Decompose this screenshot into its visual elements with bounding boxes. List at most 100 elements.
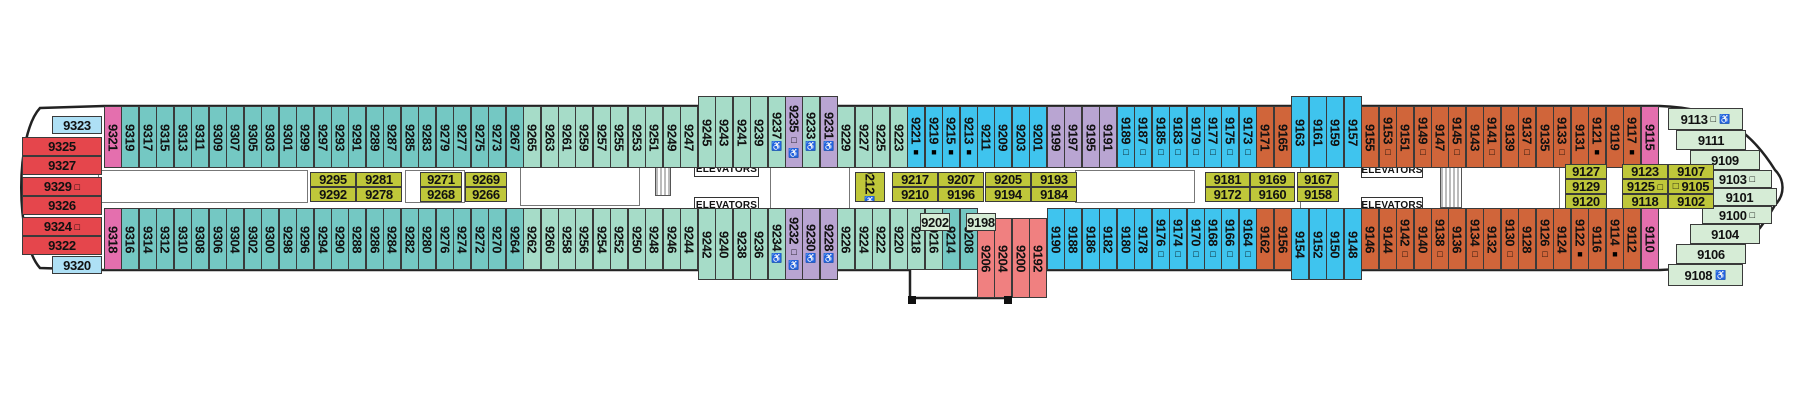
cabin-9291[interactable]: 9291: [348, 106, 366, 168]
cabin-9183[interactable]: 9183□: [1169, 106, 1187, 168]
cabin-9159[interactable]: 9159: [1326, 96, 1344, 168]
cabin-9139[interactable]: 9139: [1501, 106, 1519, 168]
cabin-9211[interactable]: 9211: [977, 106, 995, 168]
cabin-9285[interactable]: 9285: [401, 106, 419, 168]
cabin-9172[interactable]: 9172: [1205, 187, 1250, 202]
cabin-9185[interactable]: 9185□: [1152, 106, 1170, 168]
cabin-9165[interactable]: 9165: [1274, 106, 1292, 168]
cabin-9243[interactable]: 9243: [715, 96, 733, 168]
cabin-9321[interactable]: 9321: [104, 106, 122, 168]
cabin-9107[interactable]: 9107: [1668, 164, 1714, 179]
cabin-9200[interactable]: 9200: [1012, 218, 1030, 298]
cabin-9190[interactable]: 9190: [1047, 208, 1065, 270]
cabin-9180[interactable]: 9180: [1117, 208, 1135, 270]
cabin-9203[interactable]: 9203: [1012, 106, 1030, 168]
cabin-9215[interactable]: 9215■: [942, 106, 960, 168]
cabin-9240[interactable]: 9240: [715, 208, 733, 280]
cabin-9194[interactable]: 9194: [985, 187, 1031, 202]
cabin-9277[interactable]: 9277: [453, 106, 471, 168]
cabin-9257[interactable]: 9257: [593, 106, 611, 168]
cabin-9149[interactable]: 9149□: [1414, 106, 1432, 168]
cabin-9309[interactable]: 9309: [209, 106, 227, 168]
cabin-9286[interactable]: 9286: [366, 208, 384, 270]
cabin-9161[interactable]: 9161: [1309, 96, 1327, 168]
cabin-9174[interactable]: 9174□: [1169, 208, 1187, 270]
cabin-9129[interactable]: 9129: [1565, 179, 1607, 194]
cabin-9326[interactable]: 9326: [22, 196, 102, 215]
cabin-9282[interactable]: 9282: [401, 208, 419, 270]
cabin-9116[interactable]: 9116: [1588, 208, 1606, 270]
cabin-9314[interactable]: 9314: [139, 208, 157, 270]
cabin-9268[interactable]: 9268: [420, 187, 462, 202]
cabin-9238[interactable]: 9238: [733, 208, 751, 280]
cabin-9198[interactable]: 9198: [966, 213, 996, 231]
cabin-9156[interactable]: 9156: [1274, 208, 1292, 270]
cabin-9316[interactable]: 9316: [121, 208, 139, 270]
cabin-9153[interactable]: 9153□: [1379, 106, 1397, 168]
cabin-9236[interactable]: 9236: [750, 208, 768, 280]
cabin-9143[interactable]: 9143: [1466, 106, 1484, 168]
cabin-9179[interactable]: 9179□: [1187, 106, 1205, 168]
cabin-9221[interactable]: 9221■: [907, 106, 925, 168]
cabin-9287[interactable]: 9287: [383, 106, 401, 168]
cabin-9103[interactable]: 9103□: [1702, 170, 1772, 188]
cabin-9127[interactable]: 9127: [1565, 164, 1607, 179]
cabin-9126[interactable]: 9126□: [1536, 208, 1554, 270]
cabin-9292[interactable]: 9292: [310, 187, 356, 202]
cabin-9118[interactable]: 9118: [1622, 194, 1668, 209]
cabin-9105[interactable]: □9105: [1668, 179, 1714, 194]
cabin-9245[interactable]: 9245: [698, 96, 716, 168]
cabin-9144[interactable]: 9144: [1379, 208, 1397, 270]
cabin-9250[interactable]: 9250: [628, 208, 646, 270]
cabin-9191[interactable]: 9191: [1099, 106, 1117, 168]
cabin-9294[interactable]: 9294: [314, 208, 332, 270]
cabin-9138[interactable]: 9138□: [1431, 208, 1449, 270]
cabin-9262[interactable]: 9262: [523, 208, 541, 270]
cabin-9298[interactable]: 9298: [279, 208, 297, 270]
cabin-9121[interactable]: 9121■: [1588, 106, 1606, 168]
cabin-9113[interactable]: 9113□♿: [1668, 108, 1743, 130]
cabin-9117[interactable]: 9117■: [1623, 106, 1641, 168]
cabin-9181[interactable]: 9181: [1205, 172, 1250, 187]
cabin-9269[interactable]: 9269: [465, 172, 507, 187]
cabin-9300[interactable]: 9300: [261, 208, 279, 270]
cabin-9255[interactable]: 9255: [610, 106, 628, 168]
cabin-9210[interactable]: 9210: [892, 187, 938, 202]
cabin-9329[interactable]: 9329□: [22, 177, 102, 196]
cabin-9157[interactable]: 9157: [1344, 96, 1362, 168]
cabin-9186[interactable]: 9186: [1082, 208, 1100, 270]
cabin-9230[interactable]: 9230♿: [802, 208, 820, 280]
cabin-9101[interactable]: 9101: [1702, 188, 1777, 206]
cabin-9171[interactable]: 9171: [1256, 106, 1274, 168]
cabin-9319[interactable]: 9319: [121, 106, 139, 168]
cabin-9206[interactable]: 9206: [977, 218, 995, 298]
cabin-9247[interactable]: 9247: [680, 106, 698, 168]
cabin-9187[interactable]: 9187□: [1134, 106, 1152, 168]
cabin-9176[interactable]: 9176□: [1152, 208, 1170, 270]
cabin-9320[interactable]: 9320: [52, 256, 102, 274]
cabin-9141[interactable]: 9141□: [1483, 106, 1501, 168]
cabin-9124[interactable]: 9124: [1553, 208, 1571, 270]
cabin-9175[interactable]: 9175□: [1221, 106, 1239, 168]
cabin-9169[interactable]: 9169: [1250, 172, 1295, 187]
cabin-9293[interactable]: 9293: [331, 106, 349, 168]
cabin-9283[interactable]: 9283: [418, 106, 436, 168]
cabin-9226[interactable]: 9226: [837, 208, 855, 270]
cabin-9102[interactable]: 9102: [1668, 194, 1714, 209]
cabin-9254[interactable]: 9254: [593, 208, 611, 270]
cabin-9315[interactable]: 9315: [156, 106, 174, 168]
cabin-9305[interactable]: 9305: [244, 106, 262, 168]
cabin-9193[interactable]: 9193: [1031, 172, 1077, 187]
cabin-9239[interactable]: 9239: [750, 96, 768, 168]
cabin-9152[interactable]: 9152: [1309, 208, 1327, 280]
cabin-9303[interactable]: 9303: [261, 106, 279, 168]
cabin-9256[interactable]: 9256: [575, 208, 593, 270]
cabin-9119[interactable]: 9119: [1606, 106, 1624, 168]
cabin-9150[interactable]: 9150: [1326, 208, 1344, 280]
cabin-9197[interactable]: 9197: [1064, 106, 1082, 168]
cabin-9234[interactable]: 9234♿: [768, 208, 786, 280]
cabin-9108[interactable]: 9108♿: [1668, 264, 1743, 286]
cabin-9173[interactable]: 9173□: [1239, 106, 1257, 168]
cabin-9273[interactable]: 9273: [488, 106, 506, 168]
cabin-9251[interactable]: 9251: [645, 106, 663, 168]
